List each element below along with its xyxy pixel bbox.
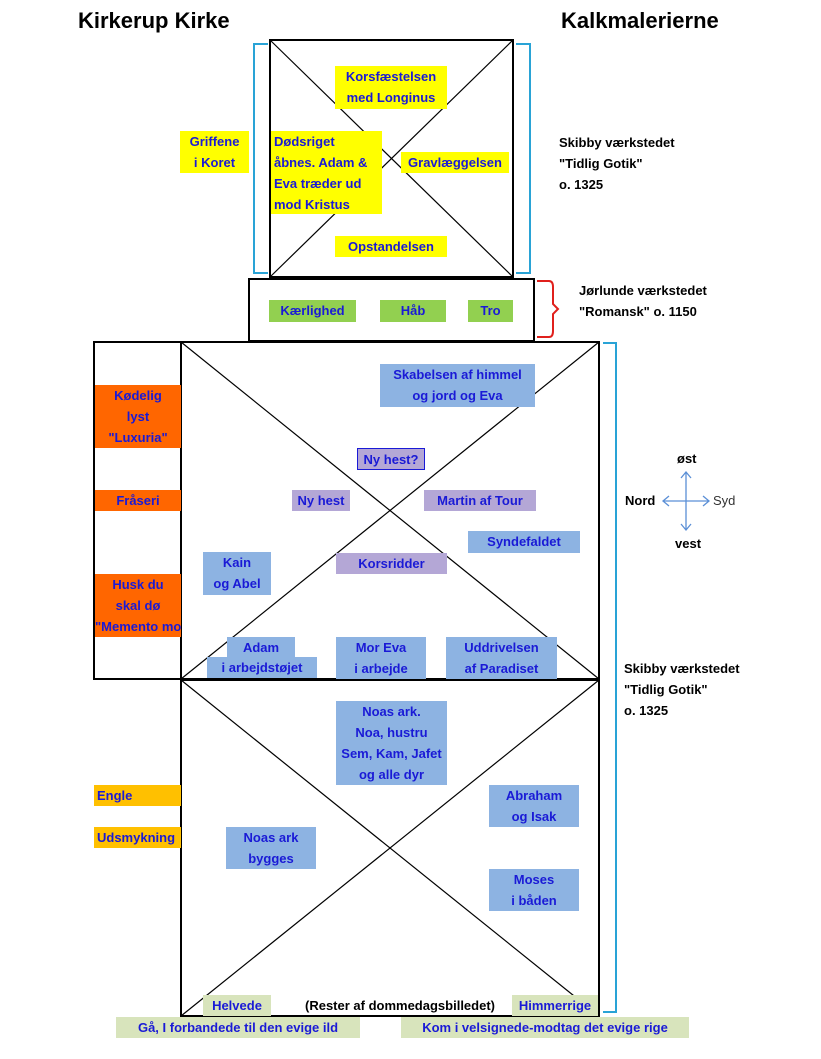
choir-vault bbox=[269, 39, 514, 278]
label-griffins: Griffene i Koret bbox=[180, 131, 249, 173]
label-resurrection: Opstandelsen bbox=[335, 236, 447, 257]
label-memento-mori: Husk du skal dø "Memento mori" bbox=[95, 574, 181, 637]
workshop-note-middle: Jørlunde værkstedet "Romansk" o. 1150 bbox=[579, 283, 707, 319]
workshop-note-bottom: Skibby værkstedet "Tidlig Gotik" o. 1325 bbox=[624, 661, 740, 718]
label-new-horse: Ny hest bbox=[292, 490, 350, 511]
label-expulsion: Uddrivelsen af Paradiset bbox=[446, 637, 557, 679]
label-crusader: Korsridder bbox=[336, 553, 447, 574]
arch-bracket bbox=[537, 280, 560, 338]
label-lust: Kødelig lyst "Luxuria" bbox=[95, 385, 181, 448]
label-martin: Martin af Tour bbox=[424, 490, 536, 511]
label-new-horse-question: Ny hest? bbox=[357, 448, 425, 470]
choir-diagonal-2 bbox=[269, 39, 514, 278]
label-ark-built: Noas ark bygges bbox=[226, 827, 316, 869]
compass-east: øst bbox=[677, 451, 697, 466]
compass-west: vest bbox=[675, 536, 702, 551]
label-fall: Syndefaldet bbox=[468, 531, 580, 553]
label-moses: Moses i båden bbox=[489, 869, 579, 911]
murals-title: Kalkmalerierne bbox=[561, 8, 719, 33]
label-cursed: Gå, I forbandede til den evige ild bbox=[116, 1017, 360, 1038]
label-hope: Håb bbox=[380, 300, 446, 322]
compass-arrows bbox=[661, 470, 711, 532]
label-eve: Mor Eva i arbejde bbox=[336, 637, 426, 679]
nave-bracket bbox=[603, 342, 617, 1013]
label-hell: Helvede bbox=[203, 995, 271, 1016]
label-burial: Gravlæggelsen bbox=[401, 152, 509, 173]
label-abraham: Abraham og Isak bbox=[489, 785, 579, 827]
label-faith: Tro bbox=[468, 300, 513, 322]
nave-vault-west bbox=[180, 679, 600, 1017]
nave-west-diagonal-2 bbox=[180, 679, 600, 1017]
compass-north: Nord bbox=[625, 493, 656, 508]
label-angels: Engle bbox=[94, 785, 181, 806]
label-hell-opened: Dødsriget åbnes. Adam & Eva træder ud mo… bbox=[271, 131, 382, 214]
left-choir-bracket bbox=[253, 43, 268, 274]
label-judgement-remains: (Rester af dommedagsbilledet) bbox=[305, 998, 495, 1013]
church-title: Kirkerup Kirke bbox=[78, 8, 230, 33]
workshop-note-top: Skibby værkstedet "Tidlig Gotik" o. 1325 bbox=[559, 135, 675, 192]
label-talk: Fråseri bbox=[95, 490, 181, 511]
label-blessed: Kom i velsignede-modtag det evige rige bbox=[401, 1017, 689, 1038]
label-noah-ark: Noas ark. Noa, hustru Sem, Kam, Jafet og… bbox=[336, 701, 447, 785]
label-heaven: Himmerrige bbox=[512, 995, 598, 1016]
label-decoration: Udsmykning bbox=[94, 827, 181, 848]
label-crucifixion: Korsfæstelsen med Longinus bbox=[335, 66, 447, 109]
label-adam-work: i arbejdstøjet bbox=[207, 657, 317, 678]
label-love: Kærlighed bbox=[269, 300, 356, 322]
label-creation: Skabelsen af himmel og jord og Eva bbox=[380, 364, 535, 407]
label-cain-abel: Kain og Abel bbox=[203, 552, 271, 595]
compass-south: Syd bbox=[713, 493, 736, 508]
right-choir-bracket bbox=[516, 43, 531, 274]
label-adam: Adam bbox=[227, 637, 295, 657]
